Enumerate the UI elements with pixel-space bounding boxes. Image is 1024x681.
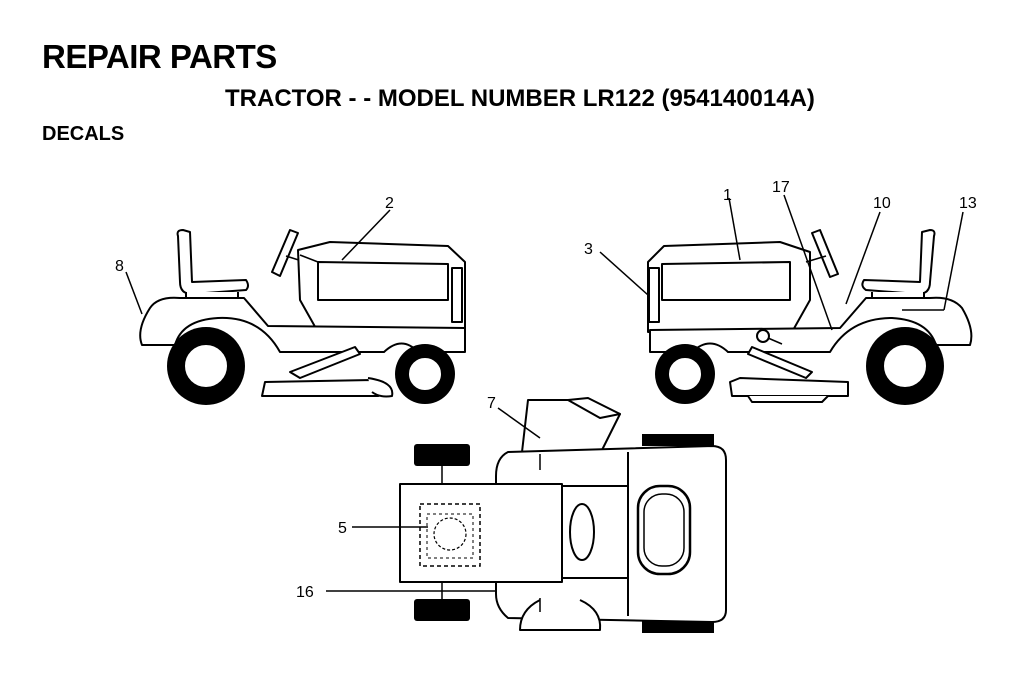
callout-8: 8	[115, 258, 124, 275]
callout-7: 7	[487, 395, 496, 412]
tractor-right-side-view	[647, 229, 973, 405]
callout-1: 1	[723, 187, 732, 204]
callout-leaders	[125, 194, 964, 592]
callout-13: 13	[959, 195, 977, 212]
callout-3: 3	[584, 241, 593, 258]
callout-2: 2	[385, 195, 394, 212]
tractor-top-view	[399, 397, 727, 633]
callout-17: 17	[772, 179, 790, 196]
callout-16: 16	[296, 584, 314, 601]
callout-5: 5	[338, 520, 347, 537]
tractor-left-side-view	[139, 229, 466, 405]
model-subtitle: TRACTOR - - MODEL NUMBER LR122 (95414001…	[225, 85, 815, 112]
callout-10: 10	[873, 195, 891, 212]
page-title: REPAIR PARTS	[42, 38, 277, 75]
section-heading: DECALS	[42, 123, 125, 145]
